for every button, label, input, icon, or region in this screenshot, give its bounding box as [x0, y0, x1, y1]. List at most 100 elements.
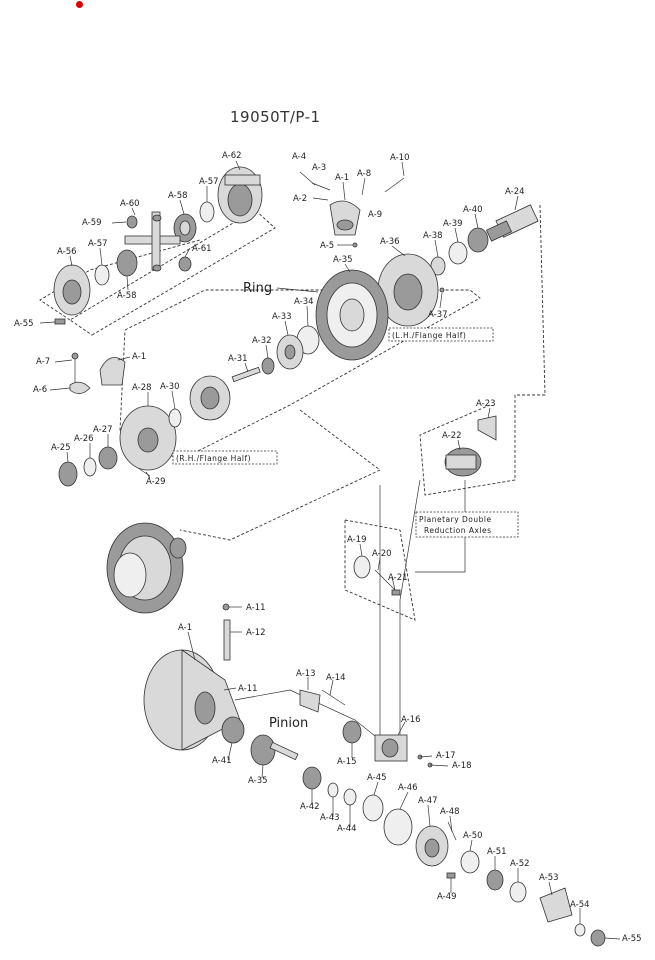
label-a60: A-60 — [120, 199, 140, 209]
center-assembly-outline — [119, 289, 481, 461]
planetary-box — [415, 511, 519, 538]
bearing-a50 — [460, 850, 480, 874]
seal-a26 — [83, 457, 97, 477]
label-a28: A-28 — [132, 383, 152, 393]
part-labels: A-62 A-57 A-58 A-60 A-59 A-61 A-56 A-57 … — [14, 151, 642, 944]
yoke-a53 — [539, 887, 573, 923]
bolt-a21 — [391, 589, 401, 596]
planetary-label-line1: Planetary Double — [419, 515, 492, 524]
pinion-gear-a59 — [126, 215, 138, 229]
gear-a25 — [58, 461, 78, 487]
label-a32: A-32 — [252, 336, 272, 346]
spider-assembly-outline — [69, 209, 276, 336]
shift-housing-a16 — [374, 734, 408, 762]
carrier-housing-a62 — [217, 166, 263, 224]
bearing-a51 — [486, 869, 504, 891]
label-a55-bottom: A-55 — [622, 934, 642, 944]
washer-a57-bottom — [94, 264, 110, 286]
side-gear-a58-bottom — [116, 249, 138, 277]
washer-a30 — [168, 408, 182, 428]
side-gear-a58-top — [173, 213, 197, 243]
seal-a52 — [509, 881, 527, 903]
lh-flange-box — [388, 327, 494, 342]
ring-callout: Ring — [243, 281, 272, 296]
label-a1-top: A-1 — [335, 173, 349, 183]
label-a4: A-4 — [292, 152, 306, 162]
label-a26: A-26 — [74, 434, 94, 444]
label-a12: A-12 — [246, 628, 266, 638]
label-a20: A-20 — [372, 549, 392, 559]
bolt-a49 — [446, 872, 456, 879]
label-a18: A-18 — [452, 761, 472, 771]
label-a51: A-51 — [487, 847, 507, 857]
label-a17: A-17 — [436, 751, 456, 761]
label-a55-top: A-55 — [14, 319, 34, 329]
bearing-a27 — [98, 446, 118, 470]
label-a16: A-16 — [401, 715, 421, 725]
stud-a12 — [223, 619, 231, 661]
label-a31: A-31 — [228, 354, 248, 364]
label-a56: A-56 — [57, 247, 77, 257]
flange-half-a36 — [377, 253, 439, 327]
bearing-a39 — [448, 241, 468, 265]
bolt-a55-top — [54, 318, 66, 325]
axle-shaft-a24 — [485, 204, 539, 242]
rh-flange-box — [172, 450, 278, 465]
label-a6: A-6 — [33, 385, 47, 395]
label-a49: A-49 — [437, 892, 457, 902]
label-a33: A-33 — [272, 312, 292, 322]
flange-a33 — [276, 334, 304, 370]
label-a34: A-34 — [294, 297, 314, 307]
label-a58-top: A-58 — [168, 191, 188, 201]
planetary-gear-a22 — [444, 447, 482, 477]
label-a61: A-61 — [192, 244, 212, 254]
label-a50: A-50 — [463, 831, 483, 841]
pinion-gear-a35 — [250, 734, 299, 766]
bolt-a10 — [384, 177, 405, 193]
stud-a14 — [321, 689, 346, 706]
label-a8: A-8 — [357, 169, 371, 179]
spacer-a43 — [327, 782, 339, 798]
label-a53: A-53 — [539, 873, 559, 883]
spider-cross-a60 — [124, 211, 181, 272]
label-a2: A-2 — [293, 194, 307, 204]
washer-a5 — [352, 242, 358, 248]
label-a58-bottom: A-58 — [117, 291, 137, 301]
bracket-a23 — [477, 415, 497, 441]
bolt-a11-top — [222, 603, 230, 611]
label-a24: A-24 — [505, 187, 525, 197]
bracket-a1-top — [329, 200, 361, 236]
label-a57-bottom: A-57 — [88, 239, 108, 249]
differential-link-outline — [179, 409, 381, 541]
differential-case-center — [189, 375, 231, 421]
bolt-a37 — [439, 287, 445, 293]
label-a52: A-52 — [510, 859, 530, 869]
label-a35-bottom: A-35 — [248, 776, 268, 786]
label-a19: A-19 — [347, 535, 367, 545]
label-a9: A-9 — [368, 210, 382, 220]
diagram-title: 19050T/P-1 — [230, 108, 321, 126]
carrier-housing-a56 — [53, 264, 91, 316]
bearing-a41 — [221, 716, 245, 744]
planetary-connector-2 — [415, 537, 466, 573]
bolt-a3 — [311, 182, 331, 191]
label-a27: A-27 — [93, 425, 113, 435]
gasket-a46 — [383, 808, 413, 846]
label-a40: A-40 — [463, 205, 483, 215]
label-a47: A-47 — [418, 796, 438, 806]
label-a5: A-5 — [320, 241, 334, 251]
label-a43: A-43 — [320, 813, 340, 823]
nut-a55-bottom — [590, 929, 606, 947]
washer-a57-top — [199, 201, 215, 223]
label-a57-top: A-57 — [199, 177, 219, 187]
label-a13: A-13 — [296, 669, 316, 679]
red-marker-dot — [76, 1, 83, 8]
housing-a28 — [119, 405, 177, 471]
lh-flange-label: (L.H./Flange Half) — [392, 331, 466, 340]
label-a15: A-15 — [337, 757, 357, 767]
label-a44: A-44 — [337, 824, 357, 834]
label-a22: A-22 — [442, 431, 462, 441]
label-a41: A-41 — [212, 756, 232, 766]
